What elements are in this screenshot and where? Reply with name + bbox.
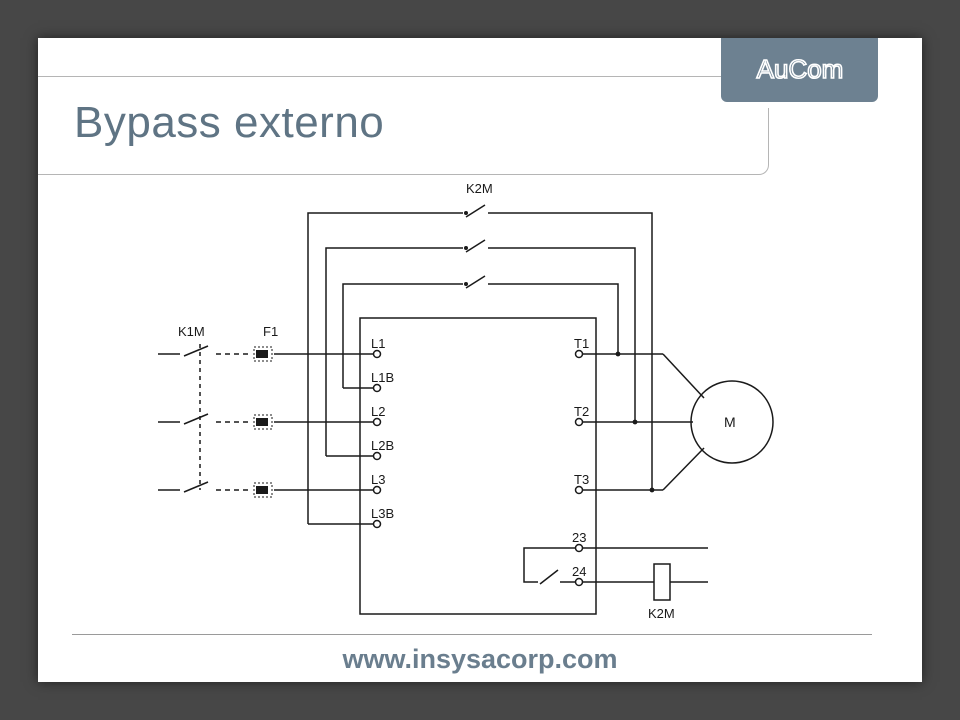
label-l3b: L3B [371,506,394,521]
k1m-contact-2 [183,413,209,425]
label-t1: T1 [574,336,589,351]
k2m-contact-2 [465,239,486,253]
label-coil-k2m: K2M [648,606,675,621]
motor-wire-3 [662,447,705,491]
aucom-logo-text: AuCom [756,54,843,84]
motor-symbol [690,380,774,464]
title-frame [38,108,769,175]
bypass-wire-t2 [488,247,636,422]
k2m-coil [653,563,671,601]
label-motor: M [724,414,736,430]
bypass-wiring-diagram: K2M K1M F1 M K2M L1 L1B L2 L2B L3 L3B T1… [158,181,774,621]
k1m-contact-1 [183,345,209,357]
label-f1: F1 [263,324,278,339]
label-t3: T3 [574,472,589,487]
slide-title: Bypass externo [74,98,385,147]
label-24: 24 [572,564,586,579]
bypass-wire-t3 [488,212,653,490]
motor-wire-1 [662,353,705,399]
fuse-l2 [253,414,273,430]
junction-dots [464,211,655,493]
k2m-contact-3 [465,275,486,289]
bypass-wire-t1 [488,283,619,354]
footer-url: www.insysacorp.com [342,644,618,674]
footer-rule [72,634,872,635]
label-l2b: L2B [371,438,394,453]
k1m-contact-3 [183,481,209,493]
label-l1b: L1B [371,370,394,385]
fuse-group [253,346,273,498]
bypass-wire-l2b [325,247,463,456]
k2m-contact-1 [465,204,486,218]
label-l2: L2 [371,404,385,419]
fuse-l1 [253,346,273,362]
label-23: 23 [572,530,586,545]
slide: Bypass externo AuCom [38,38,922,682]
aucom-logo: AuCom [721,38,878,102]
bypass-wire-l1b [342,283,463,388]
label-k2m: K2M [466,181,493,196]
soft-starter-box [359,317,597,615]
terminal-circles [372,349,584,587]
relay-contact [539,569,559,585]
label-t2: T2 [574,404,589,419]
aucom-logo-mark: AuCom [755,53,843,85]
title-top-rule [38,76,722,77]
label-k1m: K1M [178,324,205,339]
label-l1: L1 [371,336,385,351]
bypass-wire-l3b [307,212,463,524]
fuse-l3 [253,482,273,498]
label-l3: L3 [371,472,385,487]
